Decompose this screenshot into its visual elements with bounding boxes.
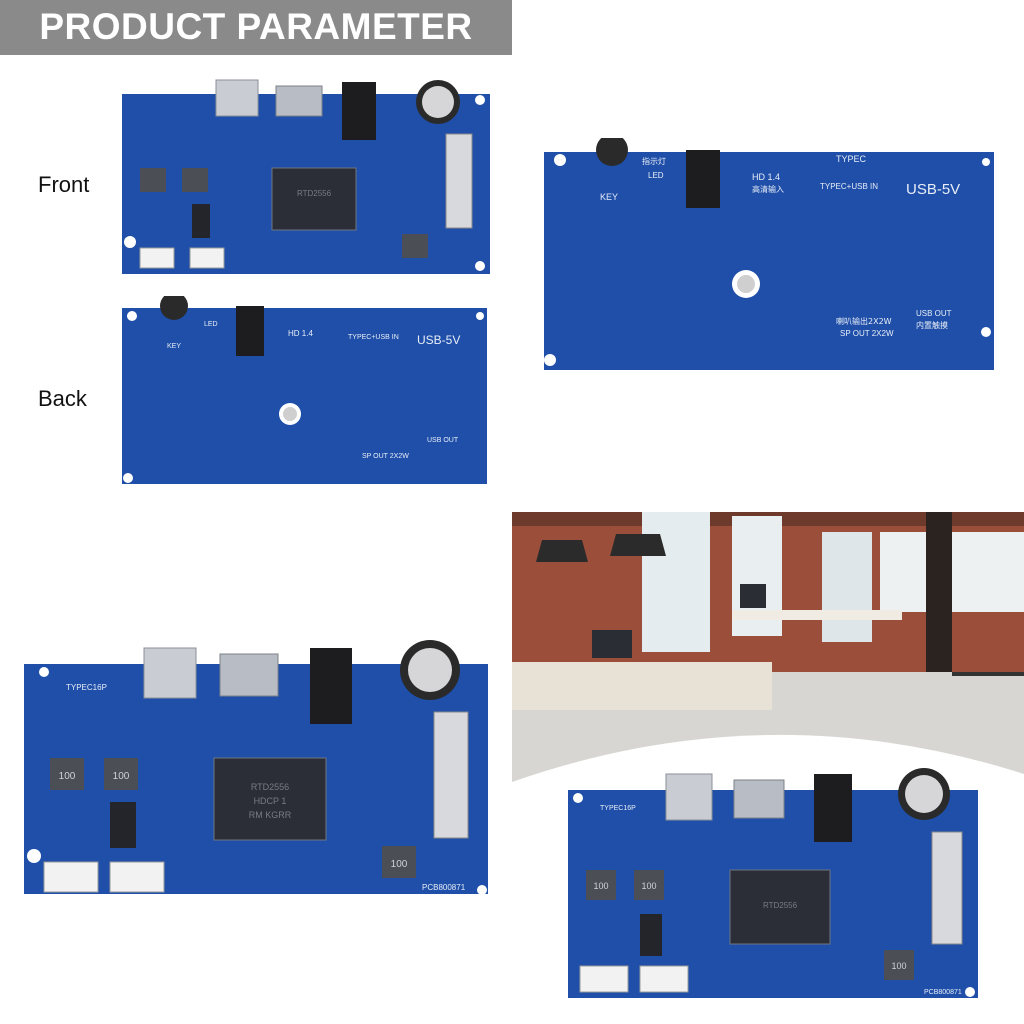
back-large-typec-in: TYPEC+USB IN [820,182,878,191]
pcb-front-small: RTD2556 [122,79,490,274]
inset-inductor-2: 100 [641,881,656,891]
back-large-sp-out: SP OUT 2X2W [840,329,894,338]
front-large-board-id: PCB800871 [422,883,466,892]
back-large-key: KEY [600,192,618,202]
title-banner: PRODUCT PARAMETER [0,0,512,55]
back-small-typec-in: TYPEC+USB IN [348,334,399,341]
back-large-usb-out: USB OUT [916,309,952,318]
pcb-front-large: TYPEC16P RTD2556 HDCP 1 RM KGRR 100 100 … [24,640,488,895]
back-large-speaker-cn: 喇叭输出2X2W [836,316,892,326]
inset-conn-label: TYPEC16P [600,805,636,812]
back-large-usb5v: USB-5V [906,181,960,198]
front-large-inductor-3: 100 [391,859,408,870]
inset-chip-text: RTD2556 [763,901,798,910]
inset-inductor-1: 100 [593,881,608,891]
front-large-chip-3: RM KGRR [249,810,292,820]
back-large-hdmi: HD 1.4 [752,172,780,182]
pcb-back-small: KEY LED USB-5V TYPEC+USB IN HD 1.4 SP OU… [122,296,487,484]
back-small-sp-out: SP OUT 2X2W [362,453,409,460]
back-small-key: KEY [167,343,181,350]
front-large-chip-2: HDCP 1 [254,796,287,806]
front-label: Front [38,172,90,197]
inset-inductor-3: 100 [891,961,906,971]
inset-board-id: PCB800871 [924,989,962,996]
back-large-touch-cn: 内置触摸 [916,320,948,330]
back-large-led: LED [648,171,664,180]
back-large-hdmi-cn: 高清输入 [752,184,784,194]
front-large-inductor-2: 100 [113,771,130,782]
back-small-hdmi: HD 1.4 [288,329,313,338]
front-large-inductor-1: 100 [59,771,76,782]
banner-title: PRODUCT PARAMETER [39,6,473,47]
back-label: Back [38,386,87,411]
back-large-led-cn: 指示灯 [642,156,666,166]
back-small-usb-out: USB OUT [427,437,459,444]
front-chip-text: RTD2556 [297,189,332,198]
back-large-typec: TYPEC [836,154,867,164]
back-small-usb5v: USB-5V [417,333,460,347]
front-large-chip-1: RTD2556 [251,782,289,792]
front-large-conn-label: TYPEC16P [66,683,107,692]
office-photo: TYPEC16P RTD2556 100 100 100 PCB800871 [512,512,1024,1024]
pcb-back-large: KEY 指示灯 LED HD 1.4 高清输入 TYPEC TYPEC+USB … [544,138,994,370]
back-small-led: LED [204,321,218,328]
pcb-front-inset: TYPEC16P RTD2556 100 100 100 PCB800871 [568,768,978,998]
